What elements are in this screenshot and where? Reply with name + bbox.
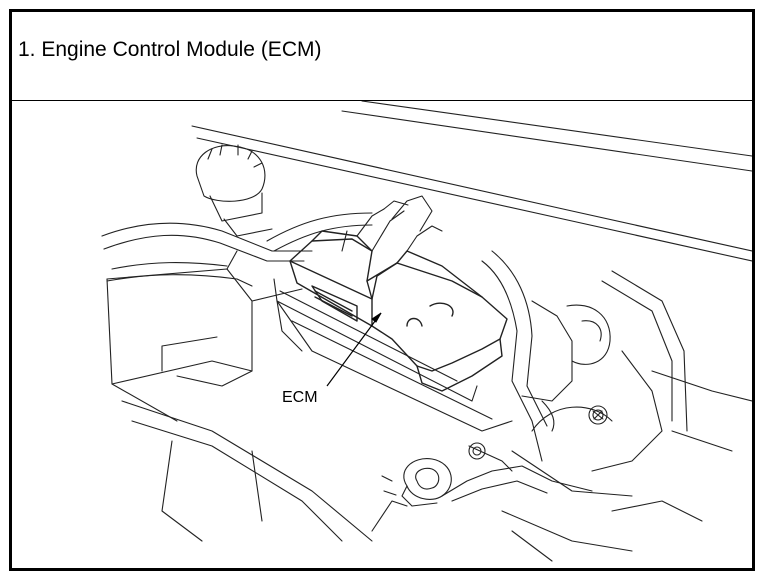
figure-frame: 1. Engine Control Module (ECM) [9, 9, 755, 571]
battery-terminal [371, 458, 593, 532]
hoses [101, 212, 373, 287]
reservoir-cap [195, 144, 273, 237]
ecm-callout-label: ECM [282, 389, 318, 406]
ecm-unit [289, 230, 508, 392]
lower-frame [501, 370, 752, 562]
wiring-harness [341, 195, 443, 252]
strut-tower [481, 250, 688, 497]
ecm-location-illustration: ECM [12, 101, 752, 568]
battery-tray [106, 250, 373, 542]
ecm-callout: ECM [282, 312, 382, 406]
engine-bay-drawing: ECM [101, 101, 752, 562]
figure-header: 1. Engine Control Module (ECM) [12, 12, 752, 101]
bolt-fastener [588, 405, 608, 425]
ecm-bracket [273, 278, 513, 432]
callout-leader-line [326, 312, 382, 387]
callout-arrowhead [371, 312, 382, 323]
cowl-panel [191, 101, 752, 262]
bracket-bolt [468, 442, 513, 472]
figure-title: 1. Engine Control Module (ECM) [18, 38, 322, 61]
